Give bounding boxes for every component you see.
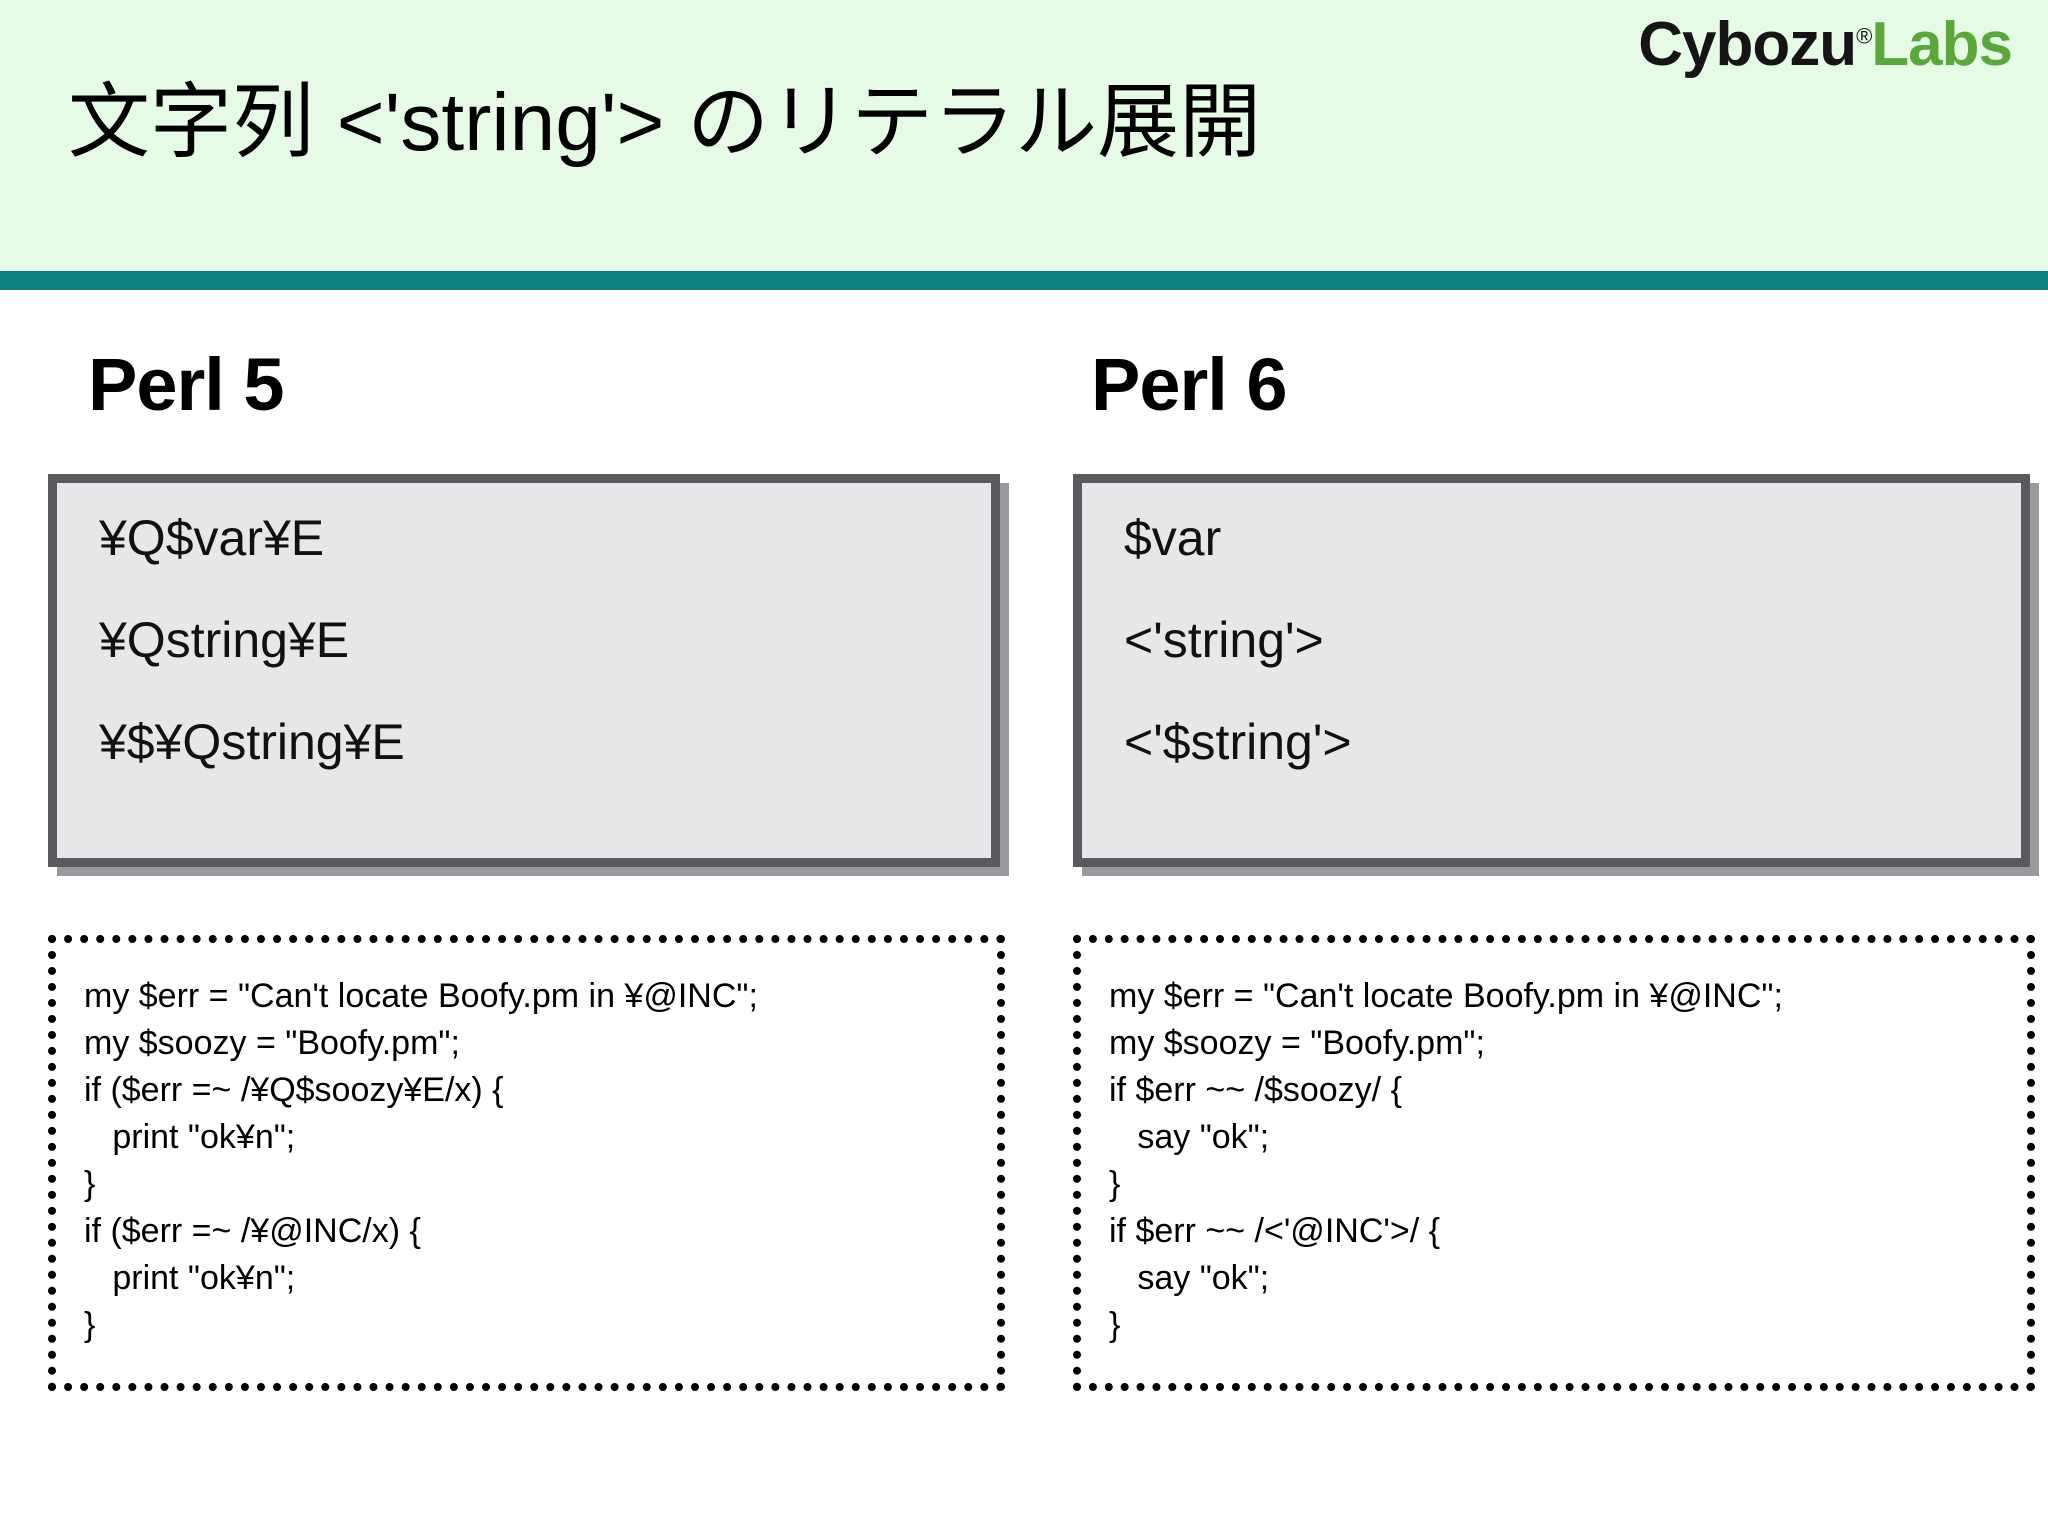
column-heading-perl6: Perl 6 [1091,343,1288,426]
header-divider [0,271,2048,290]
code-line: my $soozy = "Boofy.pm"; [1109,1024,1485,1062]
page-title: 文字列 <'string'> のリテラル展開 [68,77,1262,168]
code-line: my $err = "Can't locate Boofy.pm in ¥@IN… [1109,977,1783,1015]
literal-line: ¥$¥Qstring¥E [99,714,405,770]
code-line: say "ok"; [1109,1118,1270,1156]
logo-primary-text: Cybozu [1638,10,1857,79]
registered-trademark-icon: ® [1856,23,1872,49]
literal-line: $var [1124,510,1222,566]
literal-box-perl6: $var <'string'> <'$string'> [1073,474,2030,867]
code-line-list-perl6: my $err = "Can't locate Boofy.pm in ¥@IN… [1109,973,2019,1349]
literal-line: <'$string'> [1124,714,1352,770]
cybozu-labs-logo: Cybozu®Labs [1638,14,2013,76]
code-line: print "ok¥n"; [84,1259,296,1297]
code-line: if ($err =~ /¥Q$soozy¥E/x) { [84,1071,504,1109]
code-box-perl6: my $err = "Can't locate Boofy.pm in ¥@IN… [1073,935,2035,1391]
logo-secondary-text: Labs [1871,10,2013,79]
code-box-perl5: my $err = "Can't locate Boofy.pm in ¥@IN… [48,935,1005,1391]
literal-line: ¥Q$var¥E [99,510,325,566]
literal-line: <'string'> [1124,612,1324,668]
code-line: if $err ~~ /$soozy/ { [1109,1071,1402,1109]
literal-line: ¥Qstring¥E [99,612,350,668]
code-line: } [84,1165,96,1203]
code-line: say "ok"; [1109,1259,1270,1297]
code-line: if $err ~~ /<'@INC'>/ { [1109,1212,1440,1250]
code-line: if ($err =~ /¥@INC/x) { [84,1212,421,1250]
code-line: } [1109,1165,1121,1203]
literal-box-perl5: ¥Q$var¥E ¥Qstring¥E ¥$¥Qstring¥E [48,474,1000,867]
literal-line-list-perl5: ¥Q$var¥E ¥Qstring¥E ¥$¥Qstring¥E [99,513,981,767]
literal-line-list-perl6: $var <'string'> <'$string'> [1124,513,2011,767]
code-line: my $err = "Can't locate Boofy.pm in ¥@IN… [84,977,758,1015]
code-line: print "ok¥n"; [84,1118,296,1156]
column-heading-perl5: Perl 5 [88,343,285,426]
code-line-list-perl5: my $err = "Can't locate Boofy.pm in ¥@IN… [84,973,989,1349]
code-line: } [1109,1306,1121,1344]
slide-header-band: Cybozu®Labs 文字列 <'string'> のリテラル展開 [0,0,2048,271]
code-line: my $soozy = "Boofy.pm"; [84,1024,460,1062]
code-line: } [84,1306,96,1344]
